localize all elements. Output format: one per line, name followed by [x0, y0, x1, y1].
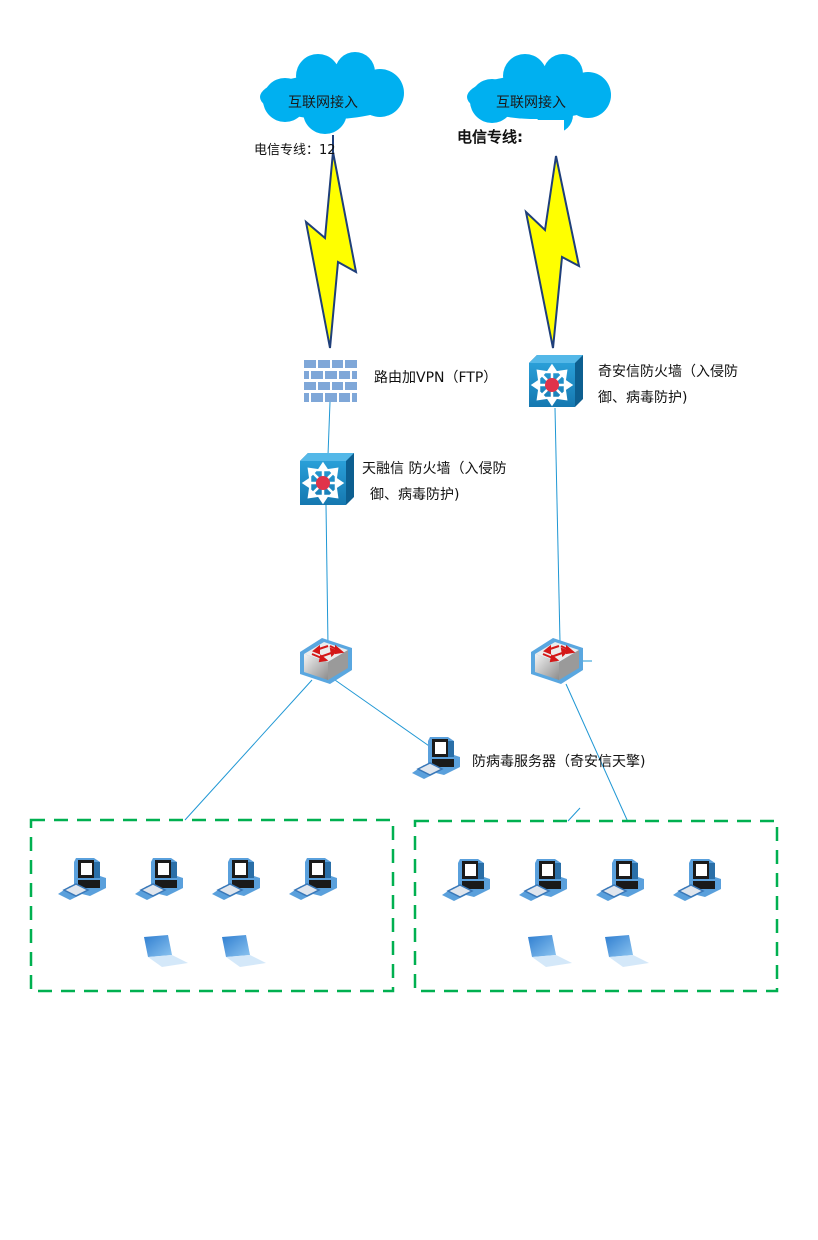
qianxin-firewall-icon	[527, 353, 585, 409]
topsec-firewall-label-line1: 天融信 防火墙（入侵防	[362, 461, 507, 477]
right-switch-icon	[530, 637, 584, 685]
wan-line-label-right: 电信专线:	[457, 128, 523, 146]
desktop-pc-icon	[288, 857, 338, 901]
desktop-pc-icon	[57, 857, 107, 901]
links	[184, 401, 629, 823]
link-right-lan-stub	[567, 807, 581, 822]
laptop-icon	[144, 935, 188, 967]
desktop-pc-icon	[518, 858, 568, 902]
desktop-pc-icon	[134, 857, 184, 901]
router-vpn-firewall-icon	[304, 360, 357, 402]
desktop-pc-icon	[595, 858, 645, 902]
lan-zone-right	[413, 819, 779, 993]
desktop-pc-icon	[441, 858, 491, 902]
antivirus-server-label: 防病毒服务器（奇安信天擎)	[472, 754, 646, 770]
topsec-firewall-icon	[298, 451, 356, 507]
laptop-icon	[605, 935, 649, 967]
left-switch-icon	[299, 637, 353, 685]
cloud-label-left: 互联网接入	[288, 95, 358, 111]
link-left-fw-router	[327, 401, 331, 456]
desktop-pc-icon	[672, 858, 722, 902]
wan-link-left	[304, 135, 358, 349]
laptop-icon	[222, 935, 266, 967]
link-left-fw-switch	[325, 504, 329, 646]
lightning-icon	[304, 151, 358, 349]
topsec-firewall-label-line2: 御、病毒防护)	[370, 487, 460, 503]
internet-cloud-right	[467, 54, 611, 133]
link-right-fw-switch	[554, 407, 561, 643]
antivirus-server-icon	[411, 736, 461, 780]
wan-link-right	[524, 155, 581, 349]
qianxin-firewall-label-line1: 奇安信防火墙（入侵防	[598, 364, 738, 380]
desktop-pc-icon	[211, 857, 261, 901]
laptop-icon	[528, 935, 572, 967]
link-right-switch-lan	[565, 683, 629, 823]
link-left-switch-server	[334, 679, 433, 749]
link-left-switch-lan	[184, 679, 313, 821]
lightning-icon	[524, 155, 581, 349]
lan-zone-left	[29, 818, 395, 993]
router-vpn-label: 路由加VPN（FTP）	[374, 370, 498, 386]
cloud-label-right: 互联网接入	[496, 95, 566, 111]
wan-line-label-left: 电信专线：12	[254, 143, 336, 158]
qianxin-firewall-label-line2: 御、病毒防护)	[598, 390, 688, 406]
internet-cloud-left	[260, 52, 404, 134]
